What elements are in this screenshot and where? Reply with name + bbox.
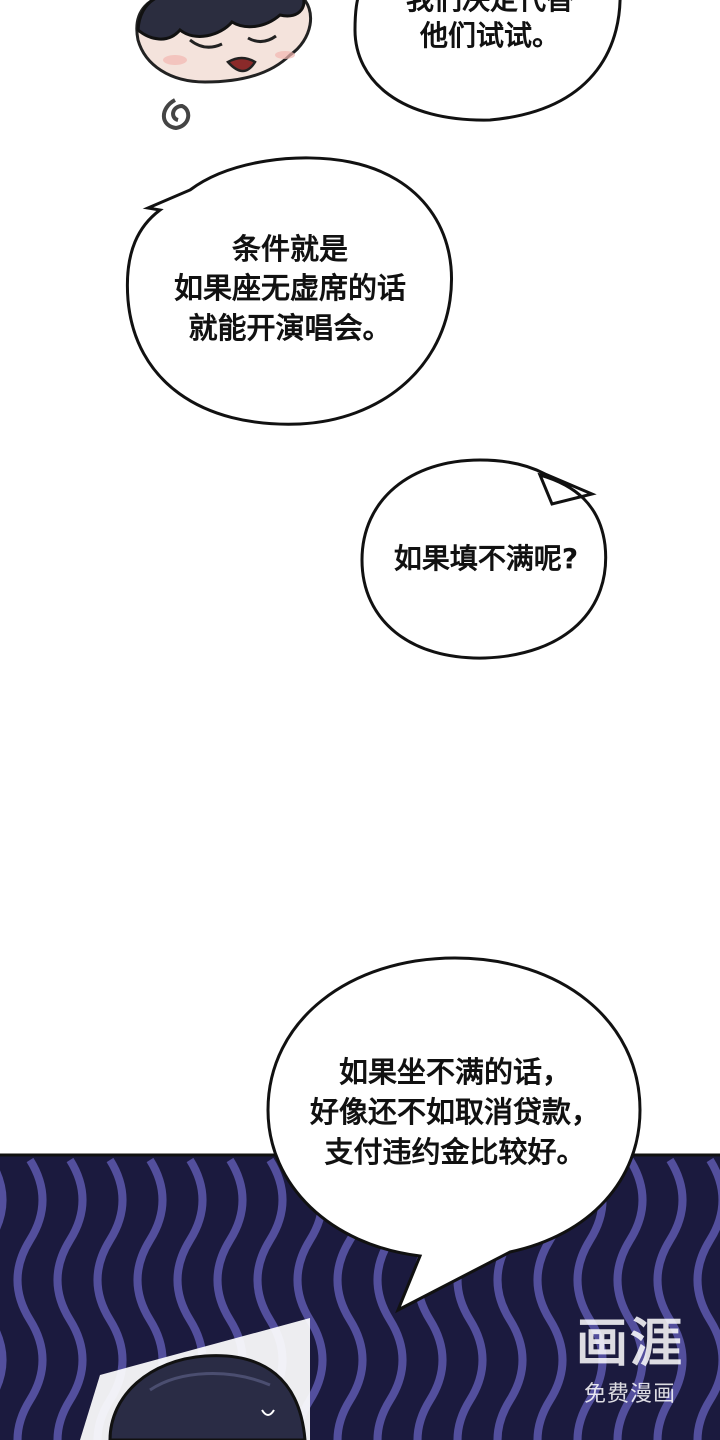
watermark-logo: 画涯: [575, 1314, 684, 1374]
watermark-tagline: 免费漫画: [583, 1382, 676, 1407]
bottom-character: [80, 1318, 310, 1440]
bubble-text-answer: 如果坐不满的话， 好像还不如取消贷款， 支付违约金比较好。: [309, 1055, 600, 1170]
speech-bubble-question: [360, 458, 608, 660]
speech-bubble-conditions: [125, 156, 453, 426]
speech-bubble-answer: [266, 956, 642, 1314]
bubble-text-top: 我们决定代替 他们试试。: [406, 0, 574, 52]
bubble-text-conditions: 条件就是 如果座无虚席的话 就能开演唱会。: [173, 232, 406, 345]
chibi-character: [135, 0, 312, 131]
bubble-text-question: 如果填不满呢?: [393, 542, 579, 575]
speech-bubble-top: [353, 0, 622, 122]
watermark: 画涯 免费漫画: [565, 1318, 695, 1408]
